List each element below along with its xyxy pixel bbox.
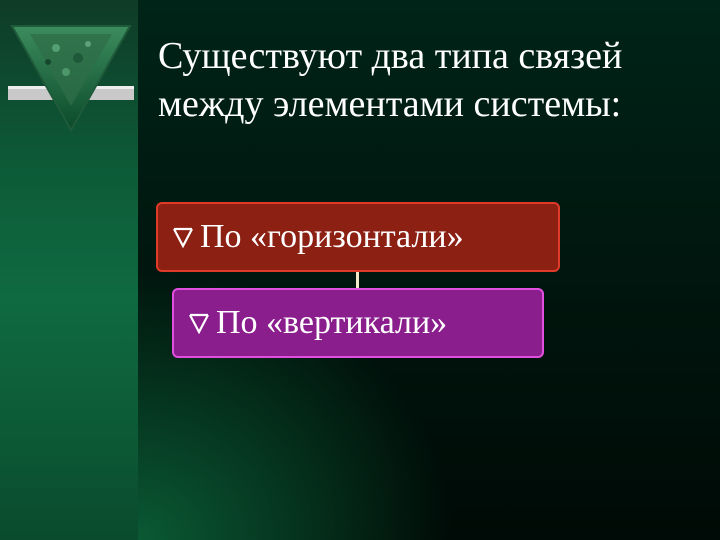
horizontal-link-label: По «горизонтали» xyxy=(200,218,464,255)
title-line-2: между элементами системы: xyxy=(158,83,622,125)
green-triangle-emblem-icon xyxy=(8,25,134,132)
title-line-1: Существуют два типа связей xyxy=(158,35,623,77)
vertical-link-box: По «вертикали» xyxy=(172,288,544,358)
connector-line xyxy=(356,270,359,292)
down-pointing-triangle-bullet-icon xyxy=(189,313,209,334)
down-pointing-triangle-bullet-icon xyxy=(173,227,193,248)
vertical-link-label: По «вертикали» xyxy=(216,304,448,341)
slide-title: Существуют два типа связей между элемент… xyxy=(158,32,698,128)
horizontal-link-box: По «горизонтали» xyxy=(156,202,560,272)
